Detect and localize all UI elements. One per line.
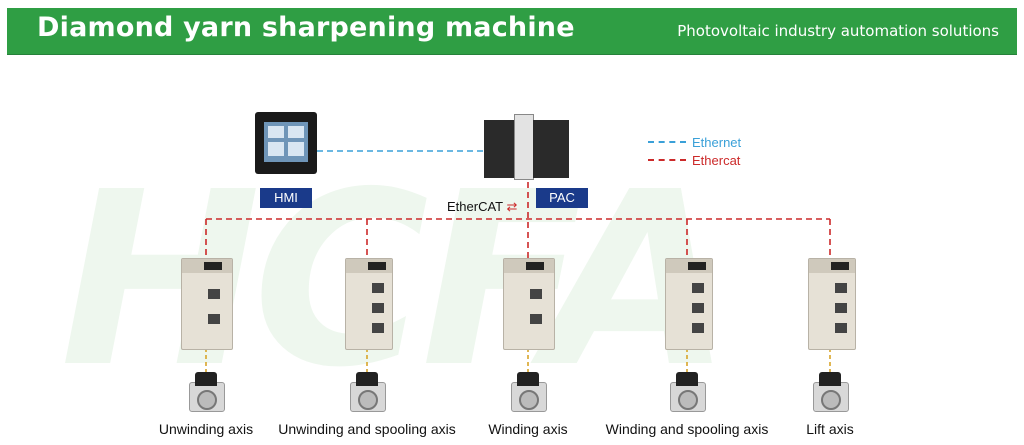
servo-motor-1: [189, 372, 225, 412]
hmi-label: HMI: [260, 188, 312, 208]
servo-motor-3: [511, 372, 547, 412]
servo-drive-4: [665, 258, 713, 350]
axis-label-unwinding: Unwinding axis: [158, 421, 254, 437]
servo-drive-1: [181, 258, 233, 350]
axis-label-winding-spooling: Winding and spooling axis: [605, 421, 769, 437]
servo-motor-4: [670, 372, 706, 412]
hmi-device: [255, 112, 317, 174]
legend-item-ethernet: Ethernet: [648, 133, 741, 151]
servo-motor-2: [350, 372, 386, 412]
legend: Ethernet Ethercat: [648, 133, 741, 169]
servo-drive-5: [808, 258, 856, 350]
pac-label: PAC: [536, 188, 588, 208]
header-banner: Diamond yarn sharpening machine Photovol…: [7, 8, 1017, 55]
legend-item-ethercat: Ethercat: [648, 151, 741, 169]
pac-device: [484, 110, 570, 180]
servo-drive-3: [503, 258, 555, 350]
hmi-screen: [264, 122, 308, 162]
ethercat-logo: EtherCAT ⇄: [447, 199, 518, 214]
page-title: Diamond yarn sharpening machine: [37, 12, 575, 43]
servo-motor-5: [813, 372, 849, 412]
servo-drive-2: [345, 258, 393, 350]
watermark-logo: HCFA: [60, 160, 732, 400]
axis-label-unwinding-spooling: Unwinding and spooling axis: [278, 421, 456, 437]
axis-label-winding: Winding axis: [488, 421, 568, 437]
axis-label-lift: Lift axis: [806, 421, 854, 437]
page-subtitle: Photovoltaic industry automation solutio…: [677, 22, 999, 40]
